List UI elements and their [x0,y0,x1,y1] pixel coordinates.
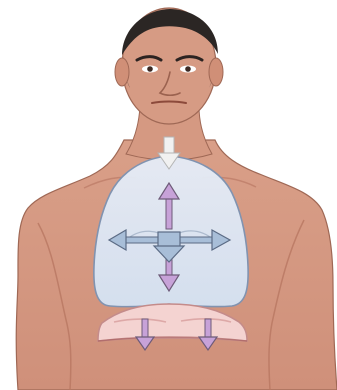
left-pupil [147,66,153,72]
right-ear [209,58,223,86]
left-ear [115,58,129,86]
right-pupil [185,66,191,72]
